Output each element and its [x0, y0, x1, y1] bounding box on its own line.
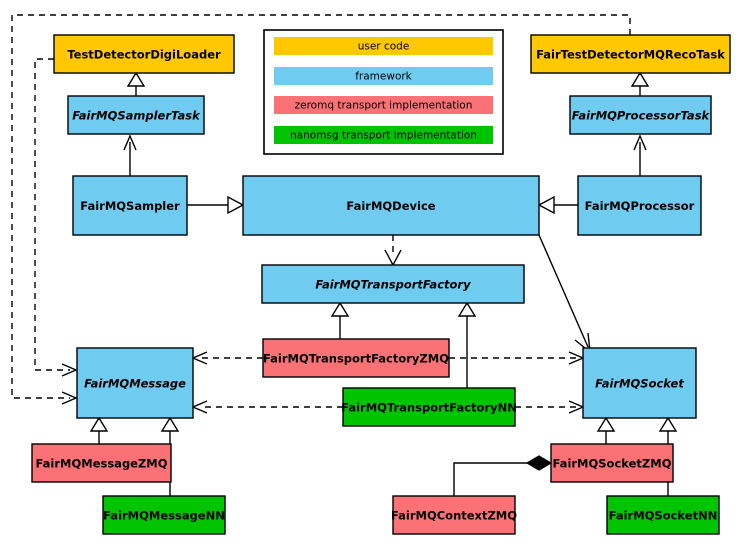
node-label-fairmqtransportfactoryzmq: FairMQTransportFactoryZMQ	[263, 352, 449, 366]
color-legend: user code framework zeromq transport imp…	[263, 29, 504, 155]
edge-socketzmq-to-socket	[596, 416, 616, 444]
node-label-fairmqtransportfactorynn: FairMQTransportFactoryNN	[341, 401, 517, 415]
edge-processor-to-processortask	[633, 134, 647, 176]
node-label-fairmqcontextzmq: FairMQContextZMQ	[391, 509, 517, 523]
legend-swatch-zeromq	[274, 96, 493, 114]
node-rect-fairmqprocessortask[interactable]	[569, 95, 712, 135]
edge-tfnn-to-tf	[457, 301, 477, 388]
node-rect-fairmqsocketzmq[interactable]	[550, 443, 674, 483]
node-rect-fairmqmessagezmq[interactable]	[31, 443, 172, 483]
node-rect-fairtestdetectormqrecotask[interactable]	[530, 34, 731, 74]
node-rect-fairmqprocessor[interactable]	[577, 175, 702, 236]
legend-label-framework: framework	[355, 71, 412, 83]
node-label-fairmqmessagenn: FairMQMessageNN	[103, 509, 225, 523]
node-fairtestdetectormqrecotask[interactable]: FairTestDetectorMQRecoTask	[530, 34, 731, 74]
node-label-fairmqprocessortask: FairMQProcessorTask	[572, 109, 711, 123]
edge-sampler-to-samplertask	[123, 134, 137, 176]
node-rect-fairmqtransportfactorynn[interactable]	[342, 387, 516, 427]
node-rect-fairmqsamplertask[interactable]	[67, 95, 205, 135]
legend-swatch-user-code	[274, 37, 493, 55]
edge-messagezmq-to-message	[89, 416, 109, 444]
edge-tfzmq-to-tf	[330, 301, 350, 339]
node-label-testdetectordigiloader: TestDetectorDigiLoader	[67, 48, 221, 62]
node-fairmqtransportfactoryzmq[interactable]: FairMQTransportFactoryZMQ	[262, 338, 450, 378]
node-label-fairmqmessage: FairMQMessage	[84, 377, 186, 391]
node-fairmqtransportfactory[interactable]: FairMQTransportFactory	[261, 264, 525, 304]
node-rect-fairmqdevice[interactable]	[242, 175, 540, 236]
node-fairmqprocessortask[interactable]: FairMQProcessorTask	[569, 95, 712, 135]
edge-processortask-to-recotask	[630, 71, 650, 96]
edge-samplertask-to-digiloader	[126, 71, 146, 96]
node-rect-fairmqtransportfactoryzmq[interactable]	[262, 338, 450, 378]
node-fairmqsamplertask[interactable]: FairMQSamplerTask	[67, 95, 205, 135]
node-fairmqtransportfactorynn[interactable]: FairMQTransportFactoryNN	[341, 387, 517, 427]
node-rect-fairmqcontextzmq[interactable]	[392, 495, 516, 535]
edge-contextzmq-to-socketzmq	[453, 455, 553, 496]
legend-label-user-code: user code	[358, 41, 410, 53]
node-fairmqmessage[interactable]: FairMQMessage	[76, 347, 194, 419]
node-rect-fairmqtransportfactory[interactable]	[261, 264, 525, 304]
edge-processor-to-device	[537, 195, 578, 215]
edge-digiloader-to-message	[34, 58, 78, 377]
node-rect-fairmqsocketnn[interactable]	[606, 495, 720, 535]
legend-swatch-framework	[274, 67, 493, 85]
node-label-fairmqsocketnn: FairMQSocketNN	[609, 509, 718, 523]
node-fairmqsocketnn[interactable]: FairMQSocketNN	[606, 495, 720, 535]
legend-swatch-nanomsg	[274, 126, 493, 144]
node-rect-testdetectordigiloader[interactable]	[53, 34, 235, 74]
node-label-fairmqsamplertask: FairMQSamplerTask	[72, 109, 201, 123]
node-fairmqsampler[interactable]: FairMQSampler	[72, 175, 188, 236]
node-fairmqsocket[interactable]: FairMQSocket	[582, 347, 697, 419]
legend-label-zeromq: zeromq transport implementation	[295, 100, 473, 112]
legend-item-framework: framework	[274, 67, 493, 85]
node-label-fairmqprocessor: FairMQProcessor	[585, 199, 695, 213]
edge-recotask-to-message	[11, 14, 631, 405]
legend-item-nanomsg: nanomsg transport implementation	[274, 126, 493, 144]
node-fairmqsocketzmq[interactable]: FairMQSocketZMQ	[550, 443, 674, 483]
node-label-fairmqsampler: FairMQSampler	[80, 199, 180, 213]
node-rect-fairmqsampler[interactable]	[72, 175, 188, 236]
node-fairmqprocessor[interactable]: FairMQProcessor	[577, 175, 702, 236]
node-label-fairmqdevice: FairMQDevice	[346, 199, 435, 213]
legend-item-user-code: user code	[274, 37, 493, 55]
node-fairmqcontextzmq[interactable]: FairMQContextZMQ	[391, 495, 517, 535]
legend-item-zeromq: zeromq transport implementation	[274, 96, 493, 114]
legend-label-nanomsg: nanomsg transport implementation	[290, 130, 477, 142]
node-fairmqmessagezmq[interactable]: FairMQMessageZMQ	[31, 443, 172, 483]
node-rect-fairmqsocket[interactable]	[582, 347, 697, 419]
node-fairmqmessagenn[interactable]: FairMQMessageNN	[102, 495, 226, 535]
node-label-fairmqmessagezmq: FairMQMessageZMQ	[35, 457, 167, 471]
node-label-fairmqtransportfactory: FairMQTransportFactory	[315, 278, 471, 292]
node-rect-fairmqmessagenn[interactable]	[102, 495, 226, 535]
node-label-fairmqsocket: FairMQSocket	[595, 377, 684, 391]
node-testdetectordigiloader[interactable]: TestDetectorDigiLoader	[53, 34, 235, 74]
node-fairmqdevice[interactable]: FairMQDevice	[242, 175, 540, 236]
edge-sampler-to-device	[187, 195, 245, 215]
node-rect-fairmqmessage[interactable]	[76, 347, 194, 419]
node-label-fairmqsocketzmq: FairMQSocketZMQ	[553, 457, 672, 471]
node-label-fairtestdetectormqrecotask: FairTestDetectorMQRecoTask	[536, 48, 725, 62]
edge-layer	[11, 14, 678, 496]
node-layer: TestDetectorDigiLoader FairTestDetectorM…	[31, 34, 731, 535]
